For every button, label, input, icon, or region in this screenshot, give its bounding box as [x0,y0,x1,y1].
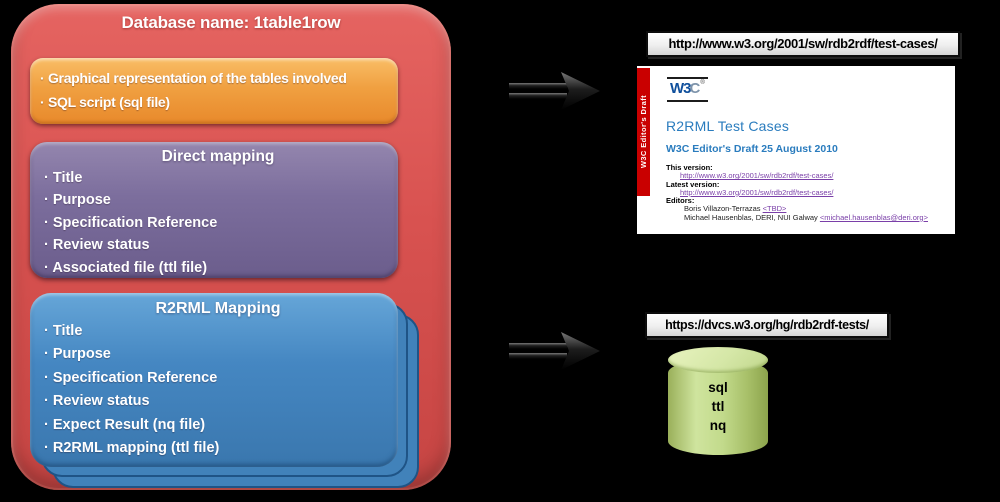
database-panel-title: Database name: 1table1row [121,13,341,32]
editor-email-link[interactable]: <michael.hausenblas@deri.org> [819,212,928,222]
database-cylinder: sql ttl nq [668,347,768,455]
r2rml-mapping-item: Expect Result (nq file) [44,414,392,437]
arrow-right-icon [509,72,600,110]
this-version-link[interactable]: http://www.w3.org/2001/sw/rdb2rdf/test-c… [680,171,834,181]
direct-mapping-item: Title [44,167,392,189]
r2rml-mapping-item: Specification Reference [44,367,392,390]
editor-line: Boris Villazon-Terrazas <TBD> [684,205,951,213]
editor-name: Michael Hausenblas, DERI, NUI Galway [684,212,820,222]
direct-mapping-box: Direct mapping Title Purpose Specificati… [30,142,398,278]
cylinder-file-type: nq [709,418,727,433]
cylinder-file-types: sql ttl nq [668,378,768,435]
r2rml-mapping-title: R2RML Mapping [155,300,281,317]
editors-draft-sidebar: W3C Editor's Draft [637,68,650,196]
latest-version-label: Latest version: [666,179,720,189]
files-box-item: SQL script (sql file) [40,90,392,114]
direct-mapping-item: Specification Reference [44,212,392,234]
r2rml-mapping-item: Purpose [44,343,392,366]
repo-url-label: https://dvcs.w3.org/hg/rdb2rdf-tests/ [645,312,889,338]
files-box-item: Graphical representation of the tables i… [40,66,392,90]
direct-mapping-title: Direct mapping [161,148,275,165]
direct-mapping-item: Purpose [44,189,392,211]
direct-mapping-item: Review status [44,234,392,256]
cylinder-file-type: sql [708,380,728,395]
direct-mapping-item: Associated file (ttl file) [44,257,392,279]
files-box: Graphical representation of the tables i… [30,58,398,124]
w3c-logo-w3: W3 [670,80,691,97]
editors-label: Editors: [666,196,695,206]
cylinder-body [668,359,768,455]
page-subtitle: W3C Editor's Draft 25 August 2010 [666,143,838,155]
w3c-logo-reg: ® [700,80,705,86]
arrow-right-icon [509,332,600,370]
cylinder-top [668,347,768,373]
cylinder-file-type: ttl [711,399,725,414]
latest-version-link[interactable]: http://www.w3.org/2001/sw/rdb2rdf/test-c… [680,187,834,197]
database-panel: Database name: 1table1row Graphical repr… [11,4,451,490]
w3c-page-screenshot: W3C Editor's Draft W3C® R2RML Test Cases… [637,66,955,234]
r2rml-mapping-item: Title [44,320,392,343]
editor-name: Boris Villazon-Terrazas [684,204,763,214]
page-title: R2RML Test Cases [666,118,790,134]
editors-draft-sidebar-label: W3C Editor's Draft [639,95,648,169]
this-version-label: This version: [666,163,713,172]
w3c-logo-c: C [689,80,701,97]
editor-tbd-link[interactable]: <TBD> [762,204,787,214]
page-metadata: This version: http://www.w3.org/2001/sw/… [666,163,951,222]
w3c-logo: W3C® [667,77,708,102]
r2rml-mapping-item: Review status [44,390,392,413]
editor-line: Michael Hausenblas, DERI, NUI Galway <mi… [684,212,951,222]
r2rml-mapping-item: R2RML mapping (ttl file) [44,437,392,460]
r2rml-mapping-box: R2RML Mapping Title Purpose Specificatio… [30,293,398,467]
test-cases-url-label: http://www.w3.org/2001/sw/rdb2rdf/test-c… [646,31,960,57]
